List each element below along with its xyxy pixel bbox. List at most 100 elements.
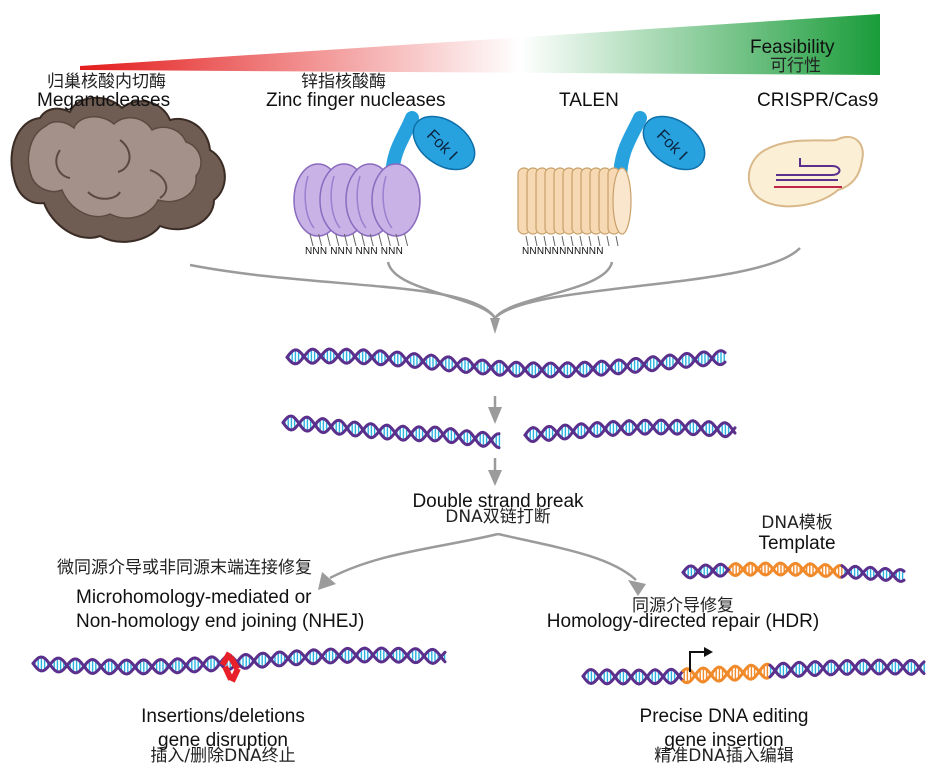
zinc-finger-shading <box>356 175 367 229</box>
dna-contact-line <box>395 233 400 247</box>
broken-dna-left <box>281 414 501 450</box>
zfn-fok-domain <box>412 115 476 171</box>
arrow-from-zfn <box>386 261 497 319</box>
arrow-down-2 <box>488 407 502 424</box>
dna-backbone <box>681 662 771 685</box>
dna-backbone <box>768 658 926 679</box>
arrow-from-meganuclease <box>189 263 497 319</box>
zfn-label: Zinc finger nucleases <box>266 90 446 111</box>
dna-backbone <box>681 563 731 580</box>
zinc-finger-domain <box>371 163 421 237</box>
converging-arrows <box>189 247 801 319</box>
intact-dna <box>285 347 727 379</box>
dna-contact-line <box>335 233 340 247</box>
dna-contact-line <box>343 233 348 247</box>
transcription-start-arrowhead <box>704 647 713 657</box>
dna-backbone <box>768 658 926 679</box>
feasibility-label: Feasibility <box>750 37 835 58</box>
crispr-cas9-label: CRISPR/Cas9 <box>757 90 879 111</box>
dna-backbone <box>681 562 731 579</box>
dna-contact-line <box>386 233 391 247</box>
transcription-start-arrow <box>689 651 706 672</box>
talen-fok-domain <box>642 115 706 171</box>
dna-contact-line <box>326 233 331 247</box>
dna-contact-line <box>369 233 374 247</box>
dna-backbone <box>285 347 727 379</box>
dna-backbone <box>281 415 501 448</box>
dna-contact-line <box>588 235 592 247</box>
zfn-sequence: NNN NNN NNN NNN <box>305 246 403 257</box>
meganuclease-label-cn: 归巢核酸内切酶 <box>47 72 166 92</box>
talen-sequence: NNNNNNNNNNN <box>522 246 604 257</box>
meganuclease-protein <box>10 96 226 243</box>
arrow-down-1 <box>490 318 500 334</box>
dna-contact-line <box>378 233 383 247</box>
nhej-outcome-line2: gene disruption <box>158 730 288 751</box>
zinc-finger-shading <box>304 175 315 229</box>
talen-label: TALEN <box>559 90 619 111</box>
zinc-finger-shading <box>382 175 393 229</box>
arrow-to-hdr <box>497 532 637 581</box>
dna-backbone <box>581 667 685 686</box>
dna-contact-line <box>597 235 601 247</box>
arrow-to-nhej <box>329 532 499 580</box>
hdr-outcome-line1: Precise DNA editing <box>639 706 809 727</box>
dna-backbone <box>523 418 737 444</box>
template-label-cn: DNA模板 <box>761 513 833 533</box>
talen-nuclease: Fok I <box>517 111 706 247</box>
dna-contact-line <box>552 235 556 247</box>
dna-contact-line <box>615 235 619 247</box>
crispr-cas9 <box>747 135 864 208</box>
feasibility-gradient-wedge <box>80 14 880 75</box>
zinc-finger-nuclease: Fok I <box>293 111 476 247</box>
dna-backbone <box>523 418 737 442</box>
dna-contact-line <box>404 233 409 247</box>
dna-backbone <box>681 663 771 684</box>
dna-backbone <box>31 646 447 676</box>
dna-backbone <box>728 561 844 579</box>
broken-dna-right <box>523 418 737 444</box>
arrow-to-nhej-head <box>318 572 336 590</box>
nhej-outcome-cn: 插入/删除DNA终止 <box>150 746 296 766</box>
nhej-label-line1: Microhomology-mediated or <box>76 587 312 608</box>
dna-contact-line <box>543 235 547 247</box>
zfn-label-cn: 锌指核酸酶 <box>301 72 386 92</box>
nhej-outcome-line1: Insertions/deletions <box>141 706 305 727</box>
arrow-down-3 <box>488 470 502 486</box>
hdr-outcome-line2: gene insertion <box>664 730 784 751</box>
dna-backbone <box>728 561 844 579</box>
nhej-dna <box>31 646 447 676</box>
dna-contact-line <box>534 235 538 247</box>
dna-contact-line <box>352 233 357 247</box>
dna-backbone <box>285 347 727 379</box>
arrow-from-talen <box>493 261 614 319</box>
dna-backbone <box>840 564 906 582</box>
dna-contact-line <box>318 233 323 247</box>
dna-contact-line <box>309 233 314 247</box>
nhej-cut-site <box>219 651 241 683</box>
feasibility-label-cn: 可行性 <box>770 56 821 76</box>
dna-contact-line <box>361 233 366 247</box>
arrow-to-hdr-head <box>628 580 646 596</box>
zinc-finger-shading <box>330 175 341 229</box>
cas9-protein <box>747 135 864 208</box>
template-label: Template <box>758 533 836 554</box>
hdr-label: Homology-directed repair (HDR) <box>546 611 820 632</box>
dna-contact-line <box>570 235 574 247</box>
meganuclease-label: Meganucleases <box>37 90 171 111</box>
hdr-label-cn: 同源介导修复 <box>632 596 734 616</box>
nhej-label-cn: 微同源介导或非同源末端连接修复 <box>57 558 312 578</box>
hdr-template-dna <box>681 561 906 583</box>
dsb-label-cn: DNA双链打断 <box>445 507 551 527</box>
hdr-outcome-cn: 精准DNA插入编辑 <box>654 746 794 766</box>
dna-contact-line <box>606 235 610 247</box>
hdr-repaired-dna <box>581 658 926 686</box>
dna-contact-line <box>525 235 529 247</box>
guide-rna <box>776 158 841 181</box>
dna-contact-line <box>579 235 583 247</box>
dsb-label: Double strand break <box>412 491 584 512</box>
dna-helices <box>31 347 926 686</box>
arrow-from-cas9 <box>494 247 801 319</box>
